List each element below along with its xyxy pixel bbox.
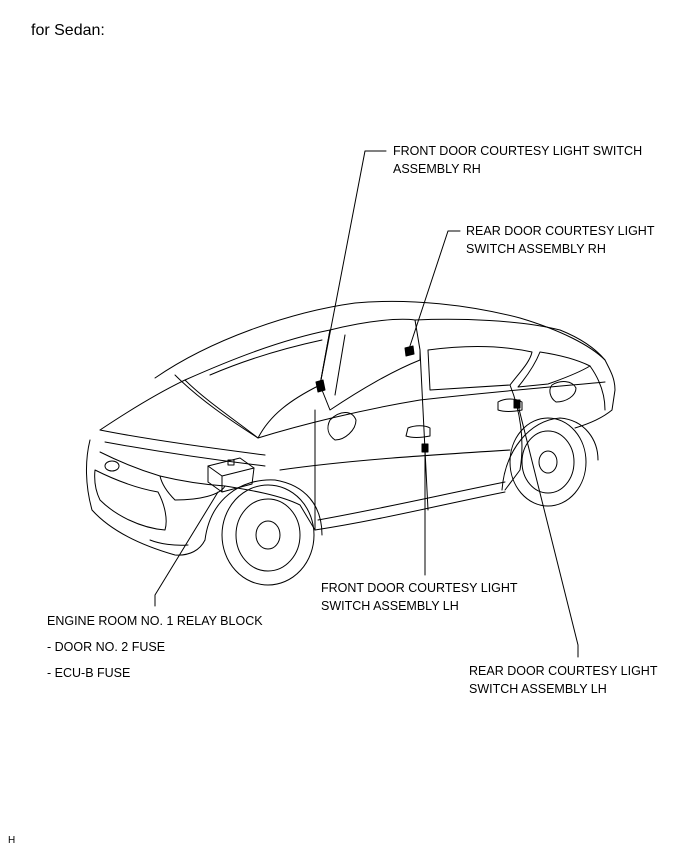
callout-rear-door-rh-line1: REAR DOOR COURTESY LIGHT (466, 224, 655, 238)
sedan-illustration (85, 300, 616, 586)
rear-door-handle (497, 398, 523, 412)
grille (94, 469, 167, 531)
front-bumper (85, 439, 206, 556)
callout-front-door-rh: FRONT DOOR COURTESY LIGHT SWITCH ASSEMBL… (393, 142, 642, 178)
callout-rear-door-lh-line2: SWITCH ASSEMBLY LH (469, 682, 607, 696)
page-heading: for Sedan: (31, 22, 105, 39)
callout-rear-door-lh: REAR DOOR COURTESY LIGHT SWITCH ASSEMBLY… (469, 662, 657, 698)
rear-wheel (509, 417, 587, 507)
callout-relay-block: ENGINE ROOM NO. 1 RELAY BLOCK - DOOR NO.… (47, 608, 263, 686)
trunk (574, 359, 616, 429)
front-door-lh-switch (421, 443, 429, 453)
windshield-base (174, 374, 259, 439)
rear-wheel-rim (521, 430, 575, 494)
callout-relay-block-title: ENGINE ROOM NO. 1 RELAY BLOCK (47, 614, 263, 628)
callout-relay-block-item2: - ECU-B FUSE (47, 666, 131, 680)
rear-door-window (427, 345, 533, 391)
callout-rear-door-lh-line1: REAR DOOR COURTESY LIGHT (469, 664, 658, 678)
relay-block-shape (207, 457, 255, 493)
rear-wheel-arch (501, 417, 599, 491)
callout-rear-door-rh: REAR DOOR COURTESY LIGHT SWITCH ASSEMBLY… (466, 222, 654, 258)
callout-front-door-lh-line1: FRONT DOOR COURTESY LIGHT (321, 581, 518, 595)
callout-front-door-rh-line2: ASSEMBLY RH (393, 162, 481, 176)
fuel-lid (549, 381, 577, 403)
callout-relay-block-item1: - DOOR NO. 2 FUSE (47, 640, 166, 654)
front-door-window (319, 318, 421, 411)
rear-door-lh-switch (513, 399, 521, 409)
side-character-line (279, 449, 511, 471)
side-mirror (327, 412, 357, 441)
rear-door-rh-switch (404, 345, 415, 357)
leader-front-door-rh (319, 150, 387, 386)
callout-front-door-rh-line1: FRONT DOOR COURTESY LIGHT SWITCH (393, 144, 643, 158)
roof-outline (154, 300, 606, 379)
callout-front-door-lh-line2: SWITCH ASSEMBLY LH (321, 599, 459, 613)
beltline (257, 381, 606, 439)
leader-rear-door-lh (517, 404, 579, 658)
front-door-handle (405, 425, 431, 438)
hood-top (99, 379, 186, 431)
windshield (184, 329, 331, 439)
front-wheel (221, 484, 315, 586)
front-wheel-rim (235, 498, 301, 572)
front-wheel-arch (204, 479, 323, 541)
rear-quarter-window (517, 351, 591, 388)
rear-door-seam (504, 384, 523, 491)
b-pillar-seam (419, 349, 429, 511)
rocker-panel (314, 491, 506, 531)
hood-crease (99, 429, 266, 456)
front-emblem (104, 460, 120, 472)
leader-lines (154, 150, 579, 658)
figure-code: H (8, 835, 16, 846)
headlight (159, 475, 226, 501)
front-fender (224, 485, 316, 531)
callout-rear-door-rh-line2: SWITCH ASSEMBLY RH (466, 242, 606, 256)
leader-rear-door-rh (407, 230, 461, 353)
callout-front-door-lh: FRONT DOOR COURTESY LIGHT SWITCH ASSEMBL… (321, 579, 518, 615)
leader-relay-block (154, 491, 219, 607)
